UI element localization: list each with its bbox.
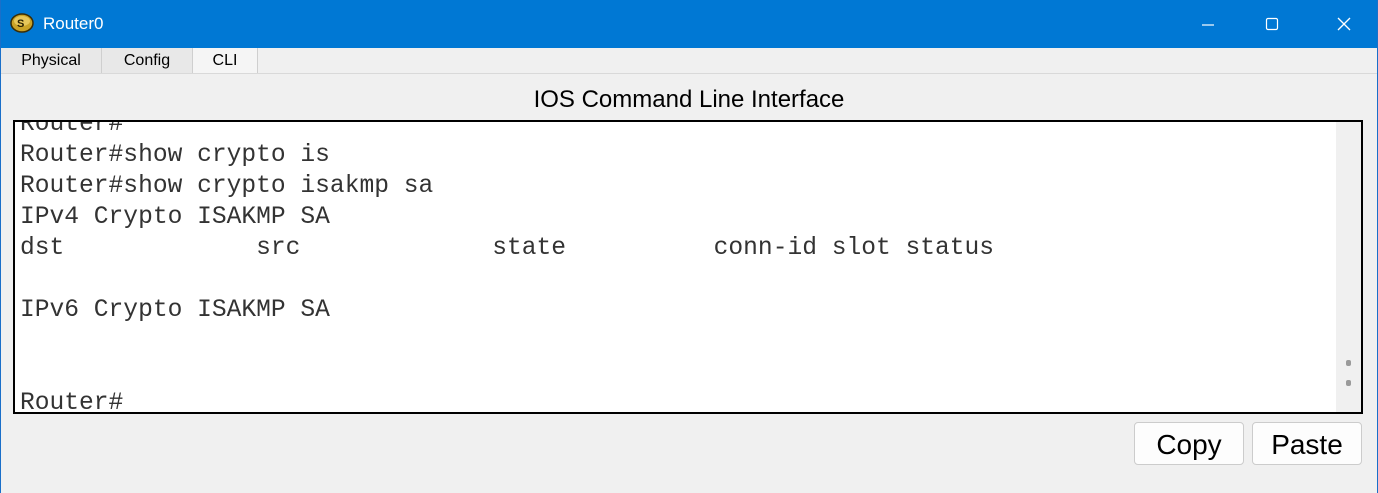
- terminal-output: Router# Router#show crypto is Router#sho…: [20, 120, 1330, 414]
- paste-button[interactable]: Paste: [1252, 422, 1362, 465]
- terminal-line: Router#show crypto isakmp sa: [20, 173, 434, 200]
- minimize-icon: [1202, 24, 1214, 26]
- terminal-line: [20, 326, 1330, 357]
- terminal-prompt-line[interactable]: Router#: [20, 390, 124, 414]
- terminal-line: Router#: [20, 120, 124, 138]
- scroll-up-arrow-icon[interactable]: [1346, 360, 1351, 366]
- terminal-line: IPv4 Crypto ISAKMP SA: [20, 204, 330, 231]
- router-icon: S: [10, 12, 34, 34]
- terminal-line: [20, 264, 1330, 295]
- tab-physical[interactable]: Physical: [1, 48, 102, 73]
- minimize-button[interactable]: [1177, 0, 1239, 48]
- maximize-icon: [1265, 17, 1279, 31]
- tab-bar: Physical Config CLI: [1, 48, 1377, 74]
- tab-config[interactable]: Config: [102, 48, 193, 73]
- terminal-line: Router#show crypto is: [20, 142, 330, 169]
- svg-text:S: S: [17, 18, 24, 30]
- cli-heading: IOS Command Line Interface: [533, 86, 845, 113]
- window-title: Router0: [43, 14, 104, 33]
- terminal-scrollbar[interactable]: [1336, 122, 1361, 412]
- close-icon: [1337, 17, 1351, 31]
- title-bar[interactable]: S Router0: [1, 0, 1377, 48]
- terminal-line: IPv6 Crypto ISAKMP SA: [20, 297, 330, 324]
- copy-button[interactable]: Copy: [1134, 422, 1244, 465]
- tab-cli[interactable]: CLI: [193, 48, 258, 73]
- terminal-line: [20, 357, 1330, 388]
- maximize-button[interactable]: [1241, 0, 1303, 48]
- scroll-down-arrow-icon[interactable]: [1346, 380, 1351, 386]
- close-button[interactable]: [1313, 0, 1375, 48]
- cli-terminal[interactable]: Router# Router#show crypto is Router#sho…: [13, 120, 1363, 414]
- terminal-line: dst src state conn-id slot status: [20, 235, 995, 262]
